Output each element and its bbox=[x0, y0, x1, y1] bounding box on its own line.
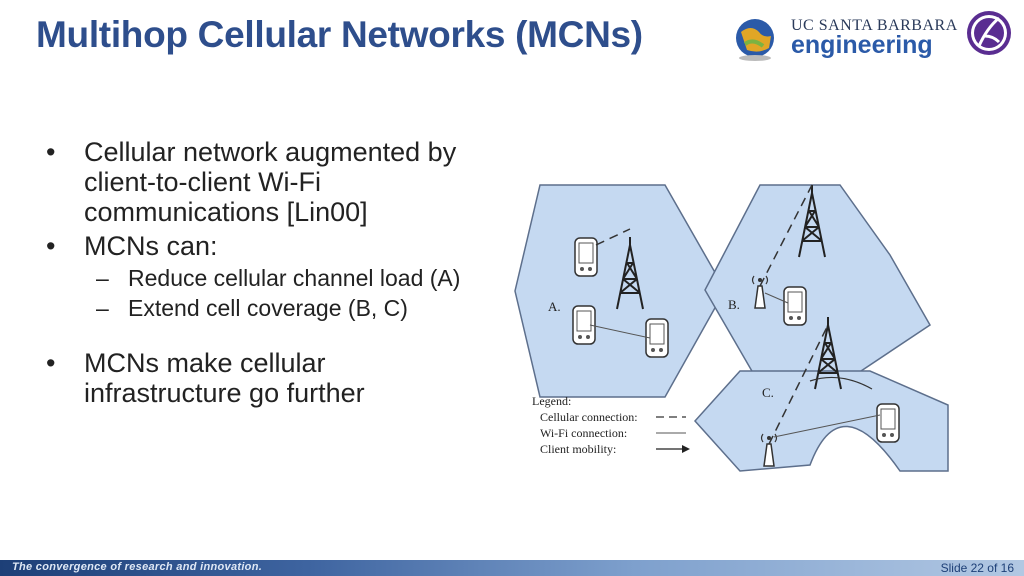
legend-item: Client mobility: bbox=[540, 442, 616, 456]
cell-label-a: A. bbox=[548, 299, 561, 314]
footer-bar: The convergence of research and innovati… bbox=[0, 560, 1024, 576]
bullet-item: • MCNs make cellular infrastructure go f… bbox=[46, 348, 486, 408]
engineering-text: engineering bbox=[791, 31, 933, 59]
sub-bullet-dash: – bbox=[96, 265, 109, 291]
globe-logo-icon bbox=[736, 19, 774, 61]
header-logos: UC SANTA BARBARA engineering bbox=[736, 11, 1011, 61]
bullet-text: MCNs can: bbox=[84, 231, 218, 261]
bullet-item: • MCNs can: bbox=[46, 231, 486, 261]
connections bbox=[589, 184, 881, 445]
legend: Legend: Cellular connection: Wi-Fi conne… bbox=[532, 394, 690, 456]
mcn-diagram: A. B. C. Legend: Cellular connection: Wi… bbox=[514, 184, 949, 472]
bullet-list: • Cellular network augmented by client-t… bbox=[46, 137, 486, 412]
bullet-dot: • bbox=[46, 231, 56, 261]
alcatel-logo-icon bbox=[967, 11, 1011, 55]
cell-b bbox=[704, 184, 931, 386]
bullet-dot: • bbox=[46, 348, 56, 378]
legend-title: Legend: bbox=[532, 394, 571, 408]
bullet-item: • Cellular network augmented by client-t… bbox=[46, 137, 486, 227]
sub-bullet-text: Reduce cellular channel load (A) bbox=[128, 265, 461, 291]
ucsb-text: UC SANTA BARBARA bbox=[791, 17, 958, 34]
phone-icon bbox=[876, 403, 900, 443]
footer-tagline: The convergence of research and innovati… bbox=[12, 561, 263, 573]
sub-bullet-text: Extend cell coverage (B, C) bbox=[128, 295, 408, 321]
slide-number: Slide 22 of 16 bbox=[940, 561, 1014, 575]
cell-c bbox=[693, 370, 949, 472]
bullet-dot: • bbox=[46, 137, 56, 167]
bullet-text: Cellular network augmented by client-to-… bbox=[84, 137, 457, 227]
phone-icon bbox=[574, 237, 598, 277]
sub-bullet-dash: – bbox=[96, 295, 109, 321]
legend-item: Cellular connection: bbox=[540, 410, 638, 424]
arrow-icon bbox=[682, 445, 690, 453]
slide-title: Multihop Cellular Networks (MCNs) bbox=[36, 14, 643, 55]
legend-item: Wi-Fi connection: bbox=[540, 426, 627, 440]
bullet-text: MCNs make cellular infrastructure go fur… bbox=[84, 348, 365, 408]
cell-label-c: C. bbox=[762, 385, 774, 400]
cell-label-b: B. bbox=[728, 297, 740, 312]
sub-bullet-item: – Extend cell coverage (B, C) bbox=[46, 295, 486, 322]
sub-bullet-item: – Reduce cellular channel load (A) bbox=[46, 265, 486, 292]
phone-icon bbox=[783, 286, 807, 326]
